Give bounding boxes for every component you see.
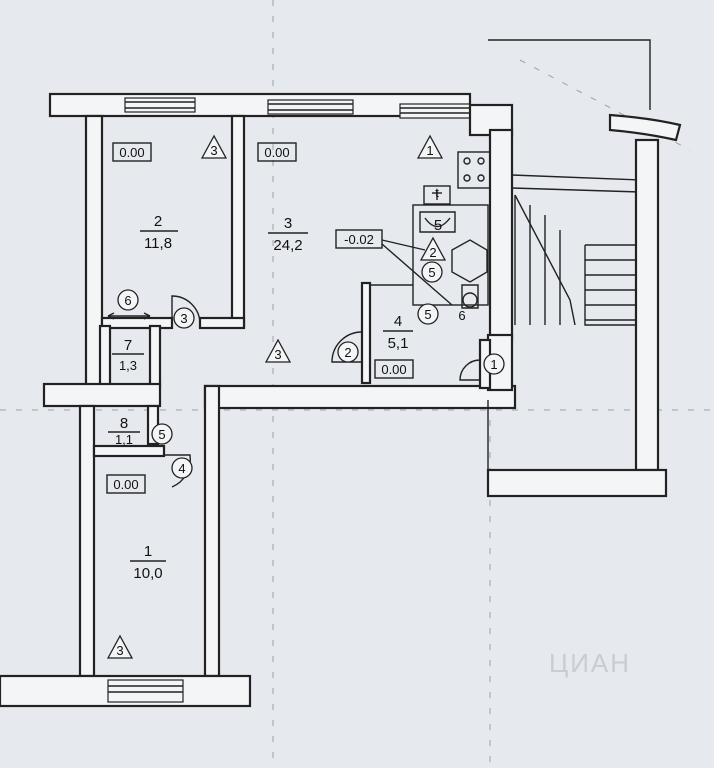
stove-label: t	[435, 185, 439, 200]
circle-7-label: 5	[158, 427, 165, 442]
partition-room2-room3	[230, 114, 246, 328]
room-7-area: 1,3	[119, 358, 137, 373]
room-1-number: 1	[144, 543, 152, 560]
bottom-exterior-wall	[0, 674, 252, 708]
stair-core	[468, 103, 668, 498]
triangle-markers: 3 1 2 3 3	[106, 134, 447, 659]
middle-wall	[42, 382, 517, 678]
room-1-area: 10,0	[133, 565, 162, 582]
level-room2: 0.00	[119, 145, 144, 160]
circle-3-label: 6	[124, 293, 131, 308]
partition-room2-bottom	[100, 316, 174, 330]
room-8-area: 1,1	[115, 432, 133, 447]
triangle-4-label: 3	[274, 347, 281, 362]
level-room3: 0.00	[264, 145, 289, 160]
room-4-area: 5,1	[388, 335, 409, 352]
room-2-area: 11,8	[144, 235, 172, 252]
balcony-slab	[488, 39, 682, 142]
partition-room2-bottom-right	[198, 316, 246, 330]
bath-6-label: 6	[458, 308, 465, 323]
level-room1: 0.00	[113, 477, 138, 492]
room-labels: 2 11,8 3 24,2 4 5,1 5 7 1,3 8 1,1 1 10,0…	[107, 185, 466, 582]
level-room4: 0.00	[381, 362, 406, 377]
room-4-number: 4	[394, 313, 402, 330]
triangle-1-label: 3	[210, 143, 217, 158]
circle-1-label: 5	[428, 265, 435, 280]
room-7-number: 7	[124, 337, 132, 354]
level-marks: 0.00 0.00 -0.02 0.00 0.00	[106, 142, 453, 494]
triangle-3-label: 2	[429, 245, 436, 260]
circle-markers: 5 5 6 3 2 1 5 4	[117, 261, 505, 479]
room-2-number: 2	[154, 213, 162, 230]
circle-5-label: 2	[344, 345, 351, 360]
room-3-number: 3	[284, 215, 292, 232]
watermark: ЦИАН	[549, 648, 631, 678]
bathroom-block	[412, 151, 491, 309]
level-bath: -0.02	[344, 232, 374, 247]
room-5-number: 5	[434, 217, 442, 234]
circle-4-label: 3	[180, 311, 187, 326]
room-3-area: 24,2	[273, 237, 302, 254]
room-8-number: 8	[120, 415, 128, 432]
circle-6-label: 1	[490, 357, 497, 372]
staircase	[514, 194, 636, 326]
top-exterior-wall	[48, 92, 472, 119]
closet7-wall	[98, 324, 112, 388]
circle-8-label: 4	[178, 461, 185, 476]
triangle-5-label: 3	[116, 643, 123, 658]
triangle-2-label: 1	[426, 143, 433, 158]
circle-2-label: 5	[424, 307, 431, 322]
closet7-right-wall	[148, 324, 162, 388]
